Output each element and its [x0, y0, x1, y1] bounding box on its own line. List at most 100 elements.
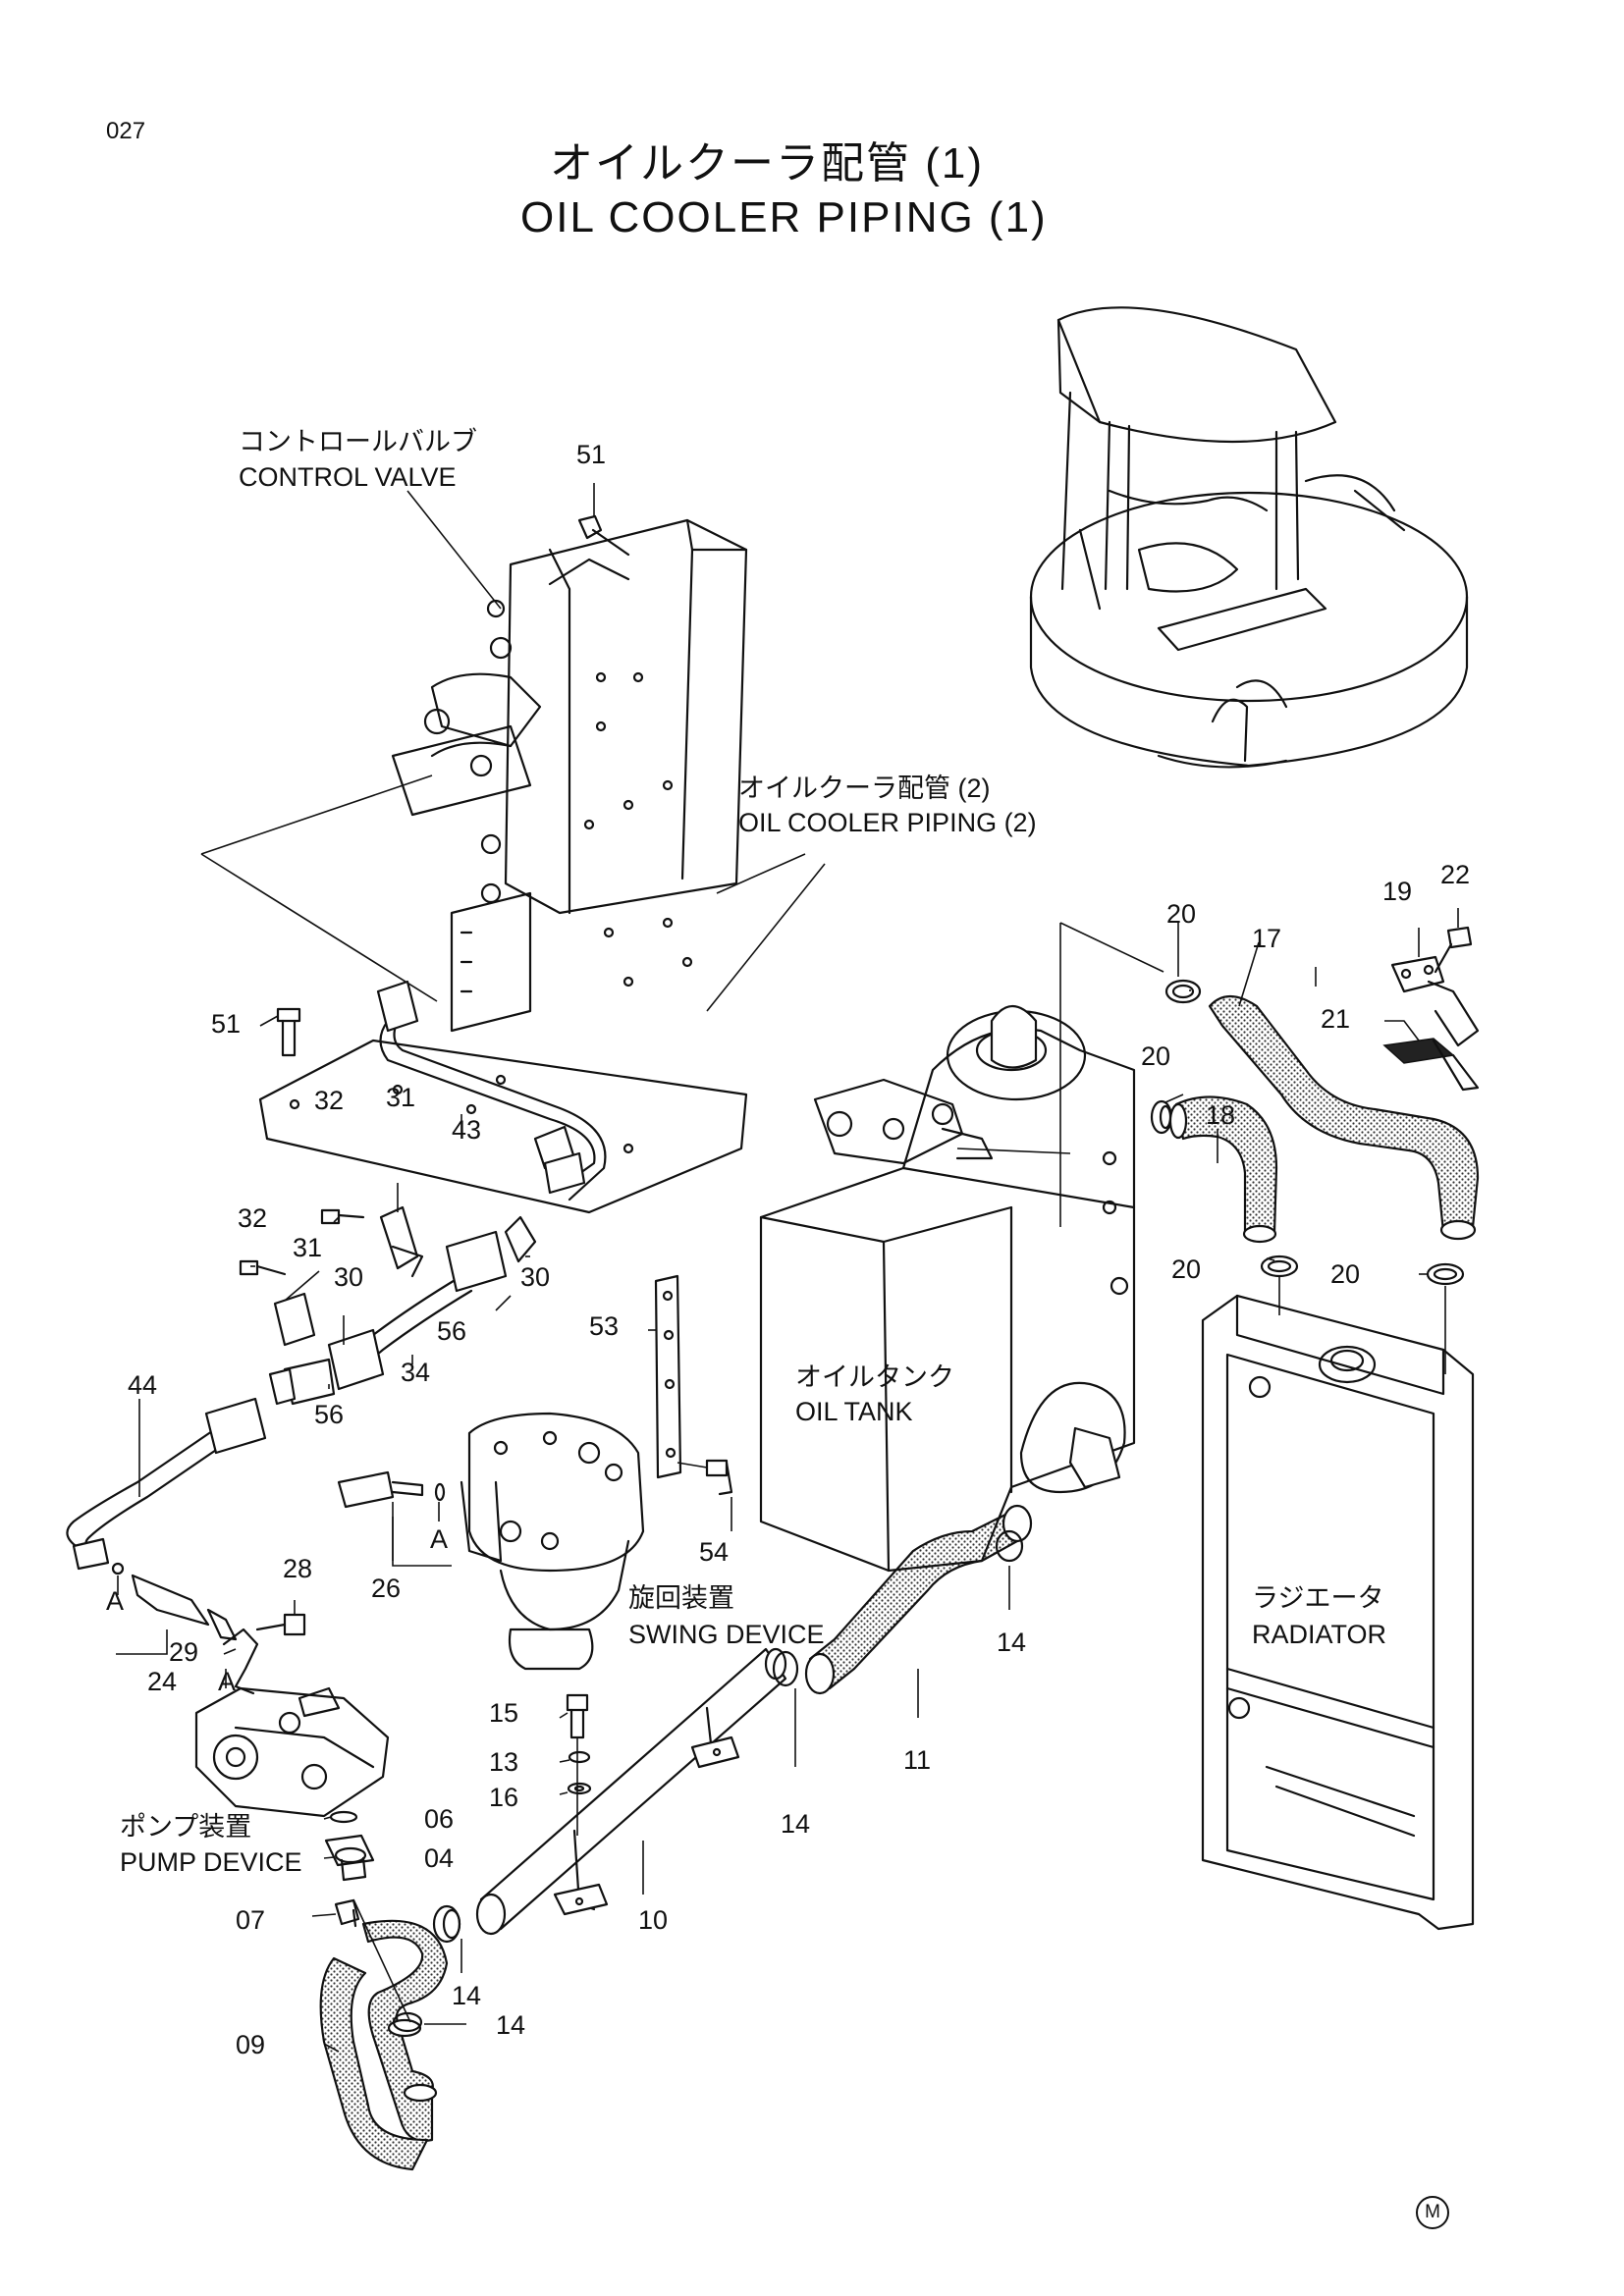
bracket-31-upper [379, 1205, 424, 1278]
ref-A-hose: A [106, 1586, 125, 1616]
ref-17: 17 [1252, 924, 1282, 953]
radiator [1201, 1276, 1475, 1931]
ref-30-right: 30 [520, 1262, 551, 1292]
clamp-20-rad-right [1426, 1262, 1465, 1286]
o-ring-06 [329, 1810, 358, 1824]
label-pump-device-en: PUMP DEVICE [120, 1847, 302, 1877]
ref-28: 28 [283, 1554, 313, 1583]
ref-30-left: 30 [334, 1262, 364, 1292]
fitting-26 [337, 1470, 446, 1509]
control-valve-assembly [200, 518, 826, 1033]
hose-44 [66, 1397, 267, 1571]
bolt-51-lower [276, 1007, 301, 1057]
ref-20-rad-right: 20 [1330, 1259, 1361, 1289]
ref-56-lower: 56 [314, 1400, 345, 1429]
ref-53: 53 [589, 1311, 620, 1341]
ref-06: 06 [424, 1804, 455, 1834]
ref-56-upper: 56 [437, 1316, 467, 1346]
ref-19: 19 [1382, 877, 1413, 906]
pipe-43 [376, 980, 607, 1201]
label-radiator-en: RADIATOR [1252, 1620, 1387, 1649]
bolt-54 [705, 1459, 733, 1496]
ref-04: 04 [424, 1843, 455, 1873]
ref-51-lower: 51 [211, 1009, 242, 1039]
pipe-10 [475, 1647, 787, 1936]
ref-21: 21 [1321, 1004, 1351, 1034]
label-oil-cooler-2-en: OIL COOLER PIPING (2) [738, 808, 1037, 837]
elbow-29 [222, 1628, 259, 1695]
label-oil-cooler-2-jp: オイルクーラ配管 (2) [738, 774, 991, 803]
ref-18: 18 [1206, 1100, 1236, 1130]
ref-34: 34 [401, 1358, 431, 1387]
ref-11: 11 [903, 1745, 932, 1775]
ref-32-lower: 32 [238, 1203, 268, 1233]
clamp-20-rad-left [1260, 1255, 1299, 1278]
title-english: OIL COOLER PIPING (1) [520, 193, 1048, 241]
hose-17 [1208, 994, 1480, 1241]
ref-54: 54 [699, 1537, 730, 1567]
clamp-14-lower [392, 2011, 423, 2033]
label-oil-tank-jp: オイルタンク [795, 1362, 954, 1392]
title-japanese: オイルクーラ配管 (1) [550, 139, 984, 187]
ref-07: 07 [236, 1905, 266, 1935]
bolt-07 [334, 1898, 360, 1928]
label-control-valve-en: CONTROL VALVE [239, 462, 457, 492]
clamp-14-pipe [772, 1650, 799, 1687]
ref-09: 09 [236, 2030, 266, 2059]
ref-14-lower: 14 [496, 2010, 526, 2040]
ref-14-pipe: 14 [781, 1809, 811, 1839]
ref-20-mid: 20 [1141, 1041, 1171, 1071]
label-swing-device-jp: 旋回装置 [628, 1583, 734, 1613]
plug-28 [255, 1613, 306, 1636]
ref-43: 43 [452, 1115, 482, 1145]
check-valve-24 [111, 1562, 238, 1641]
bolt-51-upper [577, 514, 630, 557]
mounting-plate [258, 1039, 748, 1214]
ref-20-rad-left: 20 [1171, 1255, 1202, 1284]
pump-device [194, 1686, 390, 1818]
bracket-53 [654, 1274, 708, 1479]
ref-15: 15 [489, 1698, 519, 1728]
label-swing-device-en: SWING DEVICE [628, 1620, 825, 1649]
clamp-20-mid [1150, 1099, 1173, 1135]
bolt-32-lower [239, 1259, 287, 1276]
oil-tank [759, 922, 1164, 1573]
ref-20-top: 20 [1166, 899, 1197, 929]
ref-13: 13 [489, 1747, 519, 1777]
flange-04 [324, 1834, 375, 1882]
ref-22: 22 [1440, 860, 1471, 889]
hose-11 [804, 1504, 1033, 1695]
hose-09 [319, 1898, 449, 2171]
ref-32-upper: 32 [314, 1086, 345, 1115]
label-pump-device-jp: ポンプ装置 [120, 1812, 252, 1842]
ref-31-upper: 31 [386, 1083, 416, 1112]
ref-44: 44 [128, 1370, 158, 1400]
ref-A-pump: A [218, 1667, 237, 1696]
ref-10: 10 [638, 1905, 669, 1935]
page-number: 027 [106, 118, 146, 144]
label-control-valve-jp: コントロールバルブ [239, 427, 477, 456]
ref-16: 16 [489, 1783, 519, 1812]
bracket-19 [1390, 955, 1480, 1047]
ref-29: 29 [169, 1637, 199, 1667]
catalog-mark: M [1425, 2202, 1440, 2222]
excavator-overview-illustration [1029, 306, 1469, 769]
clamp-20-top [1164, 979, 1202, 1004]
ref-31-lower: 31 [293, 1233, 323, 1262]
bracket-21 [1382, 1038, 1480, 1092]
clamp-14-tank [995, 1529, 1024, 1563]
hose-34 [268, 1215, 537, 1406]
ref-A-swing: A [430, 1524, 449, 1554]
label-oil-tank-en: OIL TANK [795, 1397, 913, 1426]
ref-14-tank: 14 [997, 1628, 1027, 1657]
catalog-mark-icon: M [1416, 2196, 1449, 2229]
bolt-22 [1434, 926, 1473, 974]
clamp-14-mid [432, 1904, 461, 1944]
ref-51-upper: 51 [576, 440, 607, 469]
hose-18 [1168, 1095, 1278, 1244]
ref-14-mid: 14 [452, 1981, 482, 2010]
bracket-31-lower [273, 1292, 316, 1347]
bolt-32-upper [320, 1208, 365, 1225]
